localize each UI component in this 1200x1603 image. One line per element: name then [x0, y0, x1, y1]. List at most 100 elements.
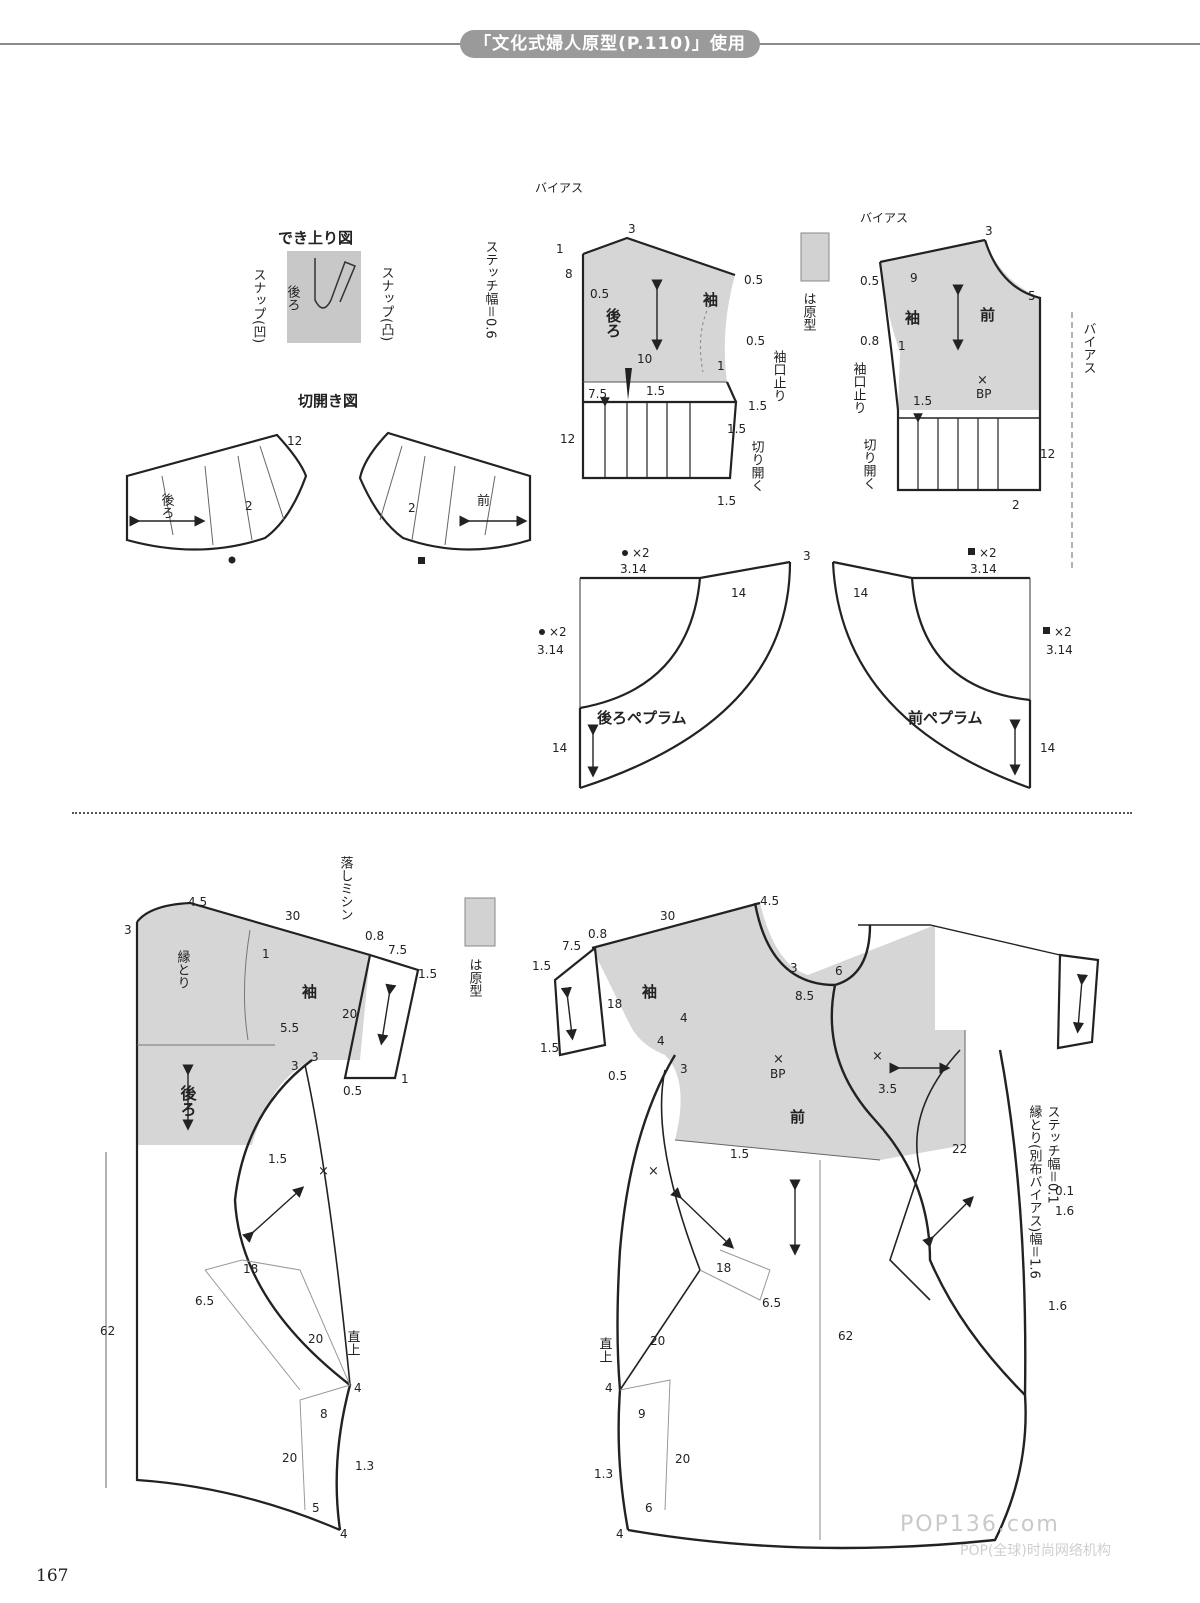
- lb-m55: 5.5: [280, 1021, 299, 1035]
- finished-view: でき上り図 後ろ スナップ(凹) スナップ(凸) ステッチ幅＝0.6: [251, 229, 499, 343]
- lb-m3c: 3: [291, 1059, 299, 1073]
- upper-back-bias: バイアス: [535, 181, 583, 195]
- upper-back-slash: 切り開く: [749, 440, 765, 492]
- ub-m1: 1: [556, 242, 564, 256]
- slash-back-label: 後ろ: [159, 493, 175, 519]
- slash-view-title: 切開き図: [298, 392, 358, 410]
- lower-front-bodice: 袖 前 × BP × 直上 ステッチ幅＝0.1 縁とり(別布バイアス)幅＝1.6…: [532, 894, 1100, 1550]
- lower-back-straight: 直上: [345, 1330, 361, 1356]
- ub-m15a: 1.5: [646, 384, 665, 398]
- header-title: 「文化式婦人原型(P.110)」使用: [460, 30, 760, 58]
- lb-m45: 4.5: [188, 895, 207, 909]
- lf-m22: 22: [952, 1142, 967, 1156]
- lb-m18: 18: [243, 1262, 258, 1276]
- legend-text-lower: は原型: [467, 958, 483, 997]
- lf-m13: 1.3: [594, 1467, 613, 1481]
- lf-m30: 30: [660, 909, 675, 923]
- uf-cross: ×: [977, 373, 988, 388]
- pep-m3: 3: [803, 549, 811, 563]
- lb-m3: 3: [124, 923, 132, 937]
- page-number: 167: [36, 1566, 69, 1586]
- lb-m65: 6.5: [195, 1294, 214, 1308]
- legend-text-upper: は原型: [801, 292, 817, 331]
- pep-back-14b: 14: [552, 741, 567, 755]
- ub-m1b: 1: [717, 359, 725, 373]
- lf-m08: 0.8: [588, 927, 607, 941]
- pep-front-div-b: 3.14: [1046, 643, 1073, 657]
- uf-m5: 5: [1028, 289, 1036, 303]
- slash-back-2: 2: [245, 499, 253, 513]
- back-peplum-label: 後ろペプラム: [596, 709, 687, 727]
- lf-m9: 9: [638, 1407, 646, 1421]
- front-peplum-label: 前ペプラム: [908, 709, 983, 727]
- upper-front-bias: バイアス: [860, 211, 908, 225]
- lf-m15c: 1.5: [730, 1147, 749, 1161]
- pep-front-14a: 14: [853, 586, 868, 600]
- lb-m5: 5: [312, 1501, 320, 1515]
- lb-m20b: 20: [308, 1332, 323, 1346]
- lb-m30: 30: [285, 909, 300, 923]
- ub-m75: 7.5: [588, 387, 607, 401]
- lf-m3: 3: [790, 961, 798, 975]
- uf-m3: 3: [985, 224, 993, 238]
- lower-back-label: 後ろ: [178, 1084, 197, 1117]
- lower-front-trim-note: 縁とり(別布バイアス)幅＝1.6: [1027, 1104, 1043, 1278]
- lb-m20c: 20: [282, 1451, 297, 1465]
- watermark-sub: POP(全球)时尚网络机构: [960, 1543, 1111, 1559]
- watermark-main: POP136.com: [900, 1512, 1060, 1537]
- slash-back-12: 12: [287, 434, 302, 448]
- pep-back-div-a: 3.14: [620, 562, 647, 576]
- lb-m75: 7.5: [388, 943, 407, 957]
- peplum-pieces: 後ろペプラム ×2 3.14 ×2 3.14 14 14 3 前ペプラム ×2 …: [537, 546, 1073, 790]
- legend-swatch-upper: [800, 232, 830, 282]
- uf-m1: 1: [898, 339, 906, 353]
- lf-m35: 3.5: [878, 1082, 897, 1096]
- ub-m05a: 0.5: [590, 287, 609, 301]
- lf-cross-a: ×: [773, 1052, 784, 1067]
- lb-m05: 0.5: [343, 1084, 362, 1098]
- lf-m18: 18: [607, 997, 622, 1011]
- slash-front-2: 2: [408, 501, 416, 515]
- upper-front-label: 前: [980, 306, 995, 324]
- lower-front-sleeve: 袖: [642, 983, 657, 1001]
- pep-front-14b: 14: [1040, 741, 1055, 755]
- lb-m08: 0.8: [365, 929, 384, 943]
- lb-m13: 1.3: [355, 1459, 374, 1473]
- lower-front-straight: 直上: [597, 1337, 613, 1363]
- ub-m15b: 1.5: [748, 399, 767, 413]
- snap-convex-label: スナップ(凸): [379, 266, 394, 341]
- legend-swatch-lower: [464, 897, 496, 947]
- snap-concave-label: スナップ(凹): [251, 268, 266, 343]
- lf-cross-c: ×: [648, 1164, 659, 1179]
- lower-back-trim: 縁とり: [175, 949, 191, 989]
- lf-m20a: 20: [650, 1334, 665, 1348]
- slash-back-piece: [125, 433, 308, 551]
- lower-back-bodice: 縁とり 袖 後ろ 落しミシン 直上 4.5 30 3 1 0.8 7.5 1.5…: [100, 856, 437, 1541]
- lf-m4d: 4: [616, 1527, 624, 1541]
- ub-m10: 10: [637, 352, 652, 366]
- lf-m85: 8.5: [795, 989, 814, 1003]
- lower-back-sleeve: 袖: [302, 983, 317, 1001]
- lb-m15: 1.5: [418, 967, 437, 981]
- lb-m8: 8: [320, 1407, 328, 1421]
- lf-m01: 0.1: [1055, 1184, 1074, 1198]
- upper-front-sleeve: 袖: [905, 309, 920, 327]
- stitch-label: ステッチ幅＝0.6: [483, 240, 499, 339]
- pep-back-x2b: ×2: [549, 625, 567, 639]
- lower-front-label: 前: [790, 1108, 805, 1126]
- finished-back-label: 後ろ: [285, 285, 301, 311]
- drop-stitch-label: 落しミシン: [338, 856, 354, 921]
- lf-m75: 7.5: [562, 939, 581, 953]
- uf-m2: 2: [1012, 498, 1020, 512]
- lf-m62: 62: [838, 1329, 853, 1343]
- uf-m08: 0.8: [860, 334, 879, 348]
- slash-front-label: 前: [477, 493, 490, 509]
- pep-back-div-b: 3.14: [537, 643, 564, 657]
- lb-m3b: 3: [311, 1050, 319, 1064]
- lb-m1: 1: [262, 947, 270, 961]
- slash-view: 切開き図 後ろ 12 2 前 2: [125, 392, 532, 564]
- upper-back-label: 後ろ: [604, 307, 622, 338]
- upper-front-bias-side: バイアス: [1081, 322, 1097, 374]
- lf-m4b: 4: [657, 1034, 665, 1048]
